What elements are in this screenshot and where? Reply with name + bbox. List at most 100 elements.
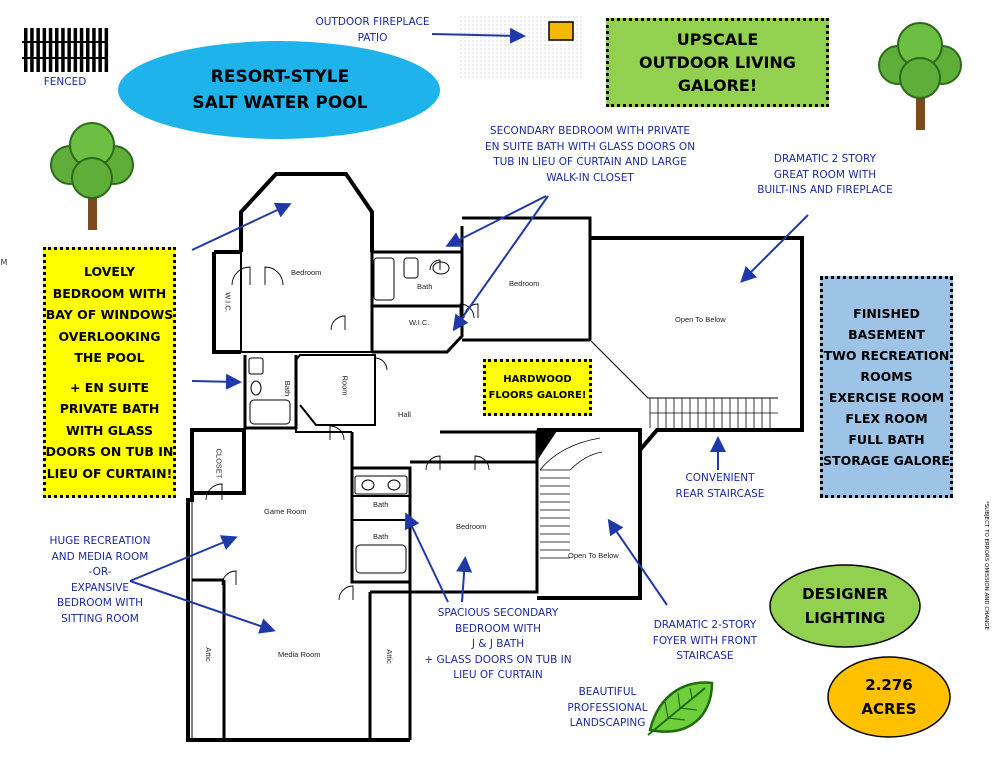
fence-picket bbox=[98, 28, 102, 72]
arrow-icon bbox=[431, 27, 526, 44]
text-line: SPACIOUS SECONDARY bbox=[437, 607, 559, 619]
arrow-icon bbox=[452, 195, 549, 332]
floor-plan bbox=[186, 172, 804, 742]
room-label-bedroom-mid: Bedroom bbox=[456, 522, 487, 531]
fence-picket bbox=[86, 28, 90, 72]
room-label-media-room: Media Room bbox=[278, 650, 321, 659]
text-line: EN SUITE BATH WITH GLASS DOORS ON bbox=[484, 140, 696, 153]
room-label-open-to-below-foyer: Open To Below bbox=[568, 551, 619, 560]
fence-picket bbox=[36, 28, 40, 72]
text-line: DRAMATIC 2-STORY bbox=[653, 619, 757, 631]
door-swing bbox=[374, 357, 388, 371]
text-line: 2.276 bbox=[865, 676, 913, 694]
text-line: BEAUTIFUL bbox=[578, 686, 637, 698]
text-line: BUILT-INS AND FIREPLACE bbox=[757, 184, 893, 196]
text-line: FULL BATH bbox=[848, 432, 925, 447]
fenced-label: FENCED bbox=[43, 76, 87, 88]
fence-picket bbox=[42, 28, 47, 72]
secondary-bedroom-top-label: SECONDARY BEDROOM WITH PRIVATE EN SUITE B… bbox=[455, 124, 725, 186]
text-line: SALT WATER POOL bbox=[192, 93, 368, 113]
lovely-bedroom-callout: LOVELY BEDROOM WITH BAY OF WINDOWS OVERLOOK… bbox=[43, 247, 176, 498]
text-line: HUGE RECREATION bbox=[49, 535, 151, 547]
foyer-label: DRAMATIC 2-STORY FOYER WITH FRONT STAIRCAS… bbox=[640, 618, 770, 665]
door-swing bbox=[205, 483, 223, 501]
fence-picket bbox=[73, 28, 78, 72]
text-line: BEDROOM WITH bbox=[455, 622, 541, 635]
arrow-icon bbox=[740, 214, 809, 283]
tree-icon bbox=[50, 122, 134, 230]
room-label-open-to-below-right: Open To Below bbox=[675, 315, 726, 324]
room-label-attic-right: Attic bbox=[384, 649, 394, 664]
fence-picket bbox=[92, 28, 96, 72]
room-label-wic-left: W.I.C. bbox=[223, 292, 233, 313]
fireplace-icon bbox=[548, 21, 574, 41]
text-line: J & J BATH bbox=[471, 638, 525, 650]
text-line: DRAMATIC 2 STORY bbox=[773, 153, 877, 165]
text-line: OUTDOOR FIREPLACE bbox=[315, 16, 430, 28]
text-line: OVERLOOKING bbox=[58, 328, 161, 344]
arrow-icon bbox=[191, 373, 242, 390]
text-line: LIGHTING bbox=[804, 609, 886, 627]
room-label-bedroom-upper-right: Bedroom bbox=[509, 279, 540, 288]
text-line: HARDWOOD bbox=[503, 373, 572, 385]
text-line: DOORS ON TUB IN bbox=[45, 444, 174, 459]
edge-mark: M bbox=[0, 258, 8, 267]
fence-picket bbox=[30, 28, 34, 72]
room-label-closet: CLOSET bbox=[214, 448, 224, 479]
text-line: WALK-IN CLOSET bbox=[546, 171, 634, 184]
text-line: STAIRCASE bbox=[676, 650, 734, 662]
text-line: STORAGE GALORE bbox=[823, 453, 950, 468]
text-line: -OR- bbox=[88, 566, 112, 578]
fence-picket bbox=[79, 28, 84, 72]
text-line: SECONDARY BEDROOM WITH PRIVATE bbox=[489, 125, 691, 137]
fence-picket bbox=[67, 28, 71, 72]
fence-icon bbox=[22, 28, 109, 72]
room-label-hall: Hall bbox=[398, 410, 411, 419]
arrow-icon bbox=[129, 580, 276, 634]
tree-icon bbox=[878, 22, 962, 130]
fence-picket bbox=[55, 28, 59, 72]
callout-arrows bbox=[129, 27, 809, 634]
text-line: BEDROOM WITH bbox=[52, 285, 167, 301]
acres-shape bbox=[827, 656, 951, 738]
arrow-icon bbox=[607, 518, 668, 606]
arrow-icon bbox=[445, 195, 547, 247]
text-line: LOVELY bbox=[83, 264, 136, 279]
text-line: BAY OF WINDOWS bbox=[45, 307, 174, 322]
text-line: EXPANSIVE bbox=[70, 581, 130, 594]
designer-lighting-shape bbox=[769, 564, 921, 648]
room-label-attic-left: Attic bbox=[203, 647, 213, 662]
text-line: FINISHED bbox=[853, 306, 920, 321]
arrow-icon bbox=[404, 512, 449, 603]
stair-curve bbox=[539, 437, 601, 471]
door-swing bbox=[425, 455, 441, 471]
text-line: AND MEDIA ROOM bbox=[51, 550, 149, 563]
door-swing bbox=[429, 259, 441, 271]
text-line: WITH GLASS bbox=[65, 422, 154, 438]
text-line: FOYER WITH FRONT bbox=[652, 634, 758, 647]
text-line: ACRES bbox=[861, 700, 917, 718]
room-label-bath-upper: Bath bbox=[417, 282, 433, 291]
text-line: UPSCALE bbox=[676, 30, 759, 49]
text-line: OUTDOOR LIVING bbox=[639, 53, 796, 72]
arrow-icon bbox=[191, 202, 292, 251]
text-line: BEDROOM WITH bbox=[57, 597, 143, 609]
room-label-bath-mid1: Bath bbox=[373, 500, 389, 509]
text-line: PROFESSIONAL bbox=[567, 701, 648, 714]
text-line: FLOORS GALORE! bbox=[488, 389, 587, 401]
door-swing bbox=[338, 585, 354, 601]
huge-recreation-label: HUGE RECREATION AND MEDIA ROOM -OR- EXPANSI… bbox=[40, 534, 160, 627]
text-line: RESORT-STYLE bbox=[210, 67, 350, 87]
text-line: THE POOL bbox=[74, 350, 145, 365]
text-line: LIEU OF CURTAIN! bbox=[46, 465, 173, 481]
room-label-room: Room bbox=[340, 375, 350, 396]
room-label-bath-left: Bath bbox=[283, 380, 293, 397]
text-line: + GLASS DOORS ON TUB IN bbox=[424, 653, 572, 666]
